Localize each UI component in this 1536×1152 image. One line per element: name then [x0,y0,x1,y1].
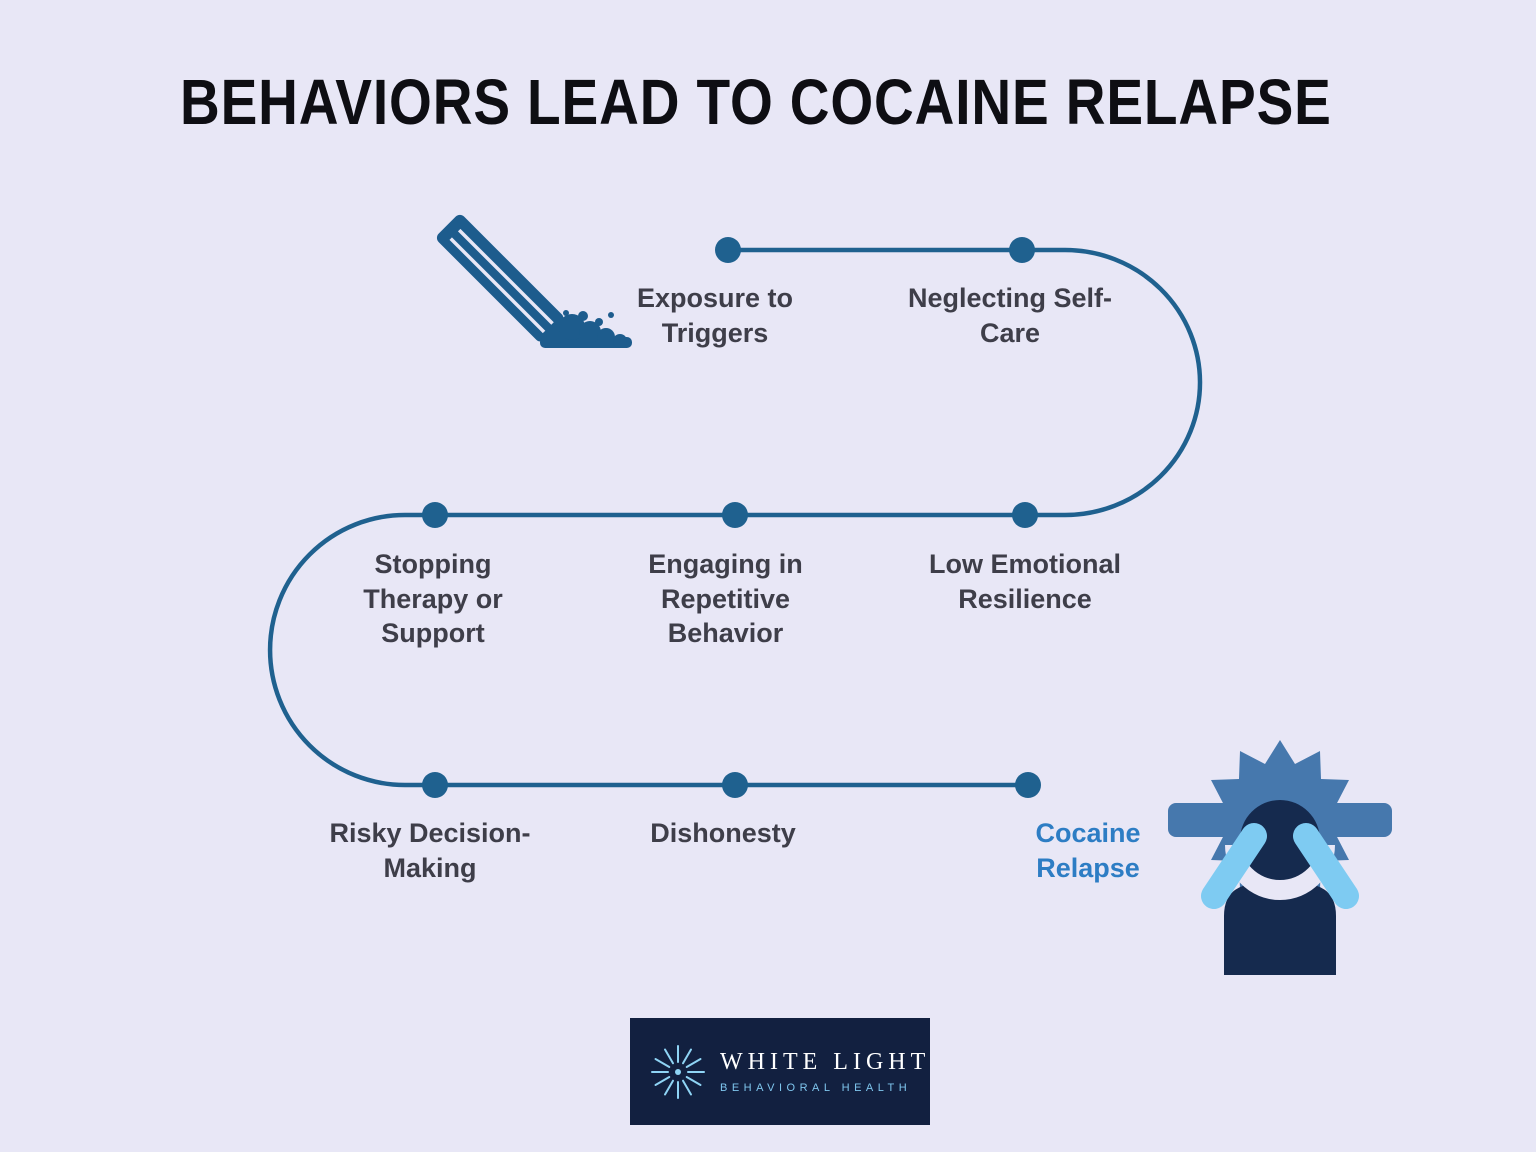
person-torso [1224,884,1336,975]
step-label-neglecting-self-care: Neglecting Self-Care [907,283,1113,348]
page-title: BEHAVIORS LEAD TO COCAINE RELAPSE [180,66,1332,138]
step-label-risky-decision-making: Risky Decision-Making [329,818,531,883]
person-holding-head-icon [1168,740,1392,975]
step-dot [722,502,748,528]
step-dots [422,237,1041,798]
step-dot [715,237,741,263]
step-label-engaging-in-repetitive-behavior: Engaging in Repetitive Behavior [648,549,803,649]
logo-text-block: WHITE LIGHT BEHAVIORAL HEALTH [720,1049,930,1094]
starburst-logo-icon [651,1044,705,1099]
logo-white-light: WHITE LIGHT BEHAVIORAL HEALTH [630,1018,930,1125]
cocaine-straw-and-powder-icon [436,214,632,348]
step-dot [1009,237,1035,263]
step-label-exposure-to-triggers: Exposure to Triggers [636,283,794,348]
person-head [1240,800,1320,880]
step-label-stopping-therapy-or-support: Stopping Therapy or Support [363,549,503,649]
step-dot [1012,502,1038,528]
logo-tagline: BEHAVIORAL HEALTH [720,1082,912,1094]
step-dot [422,772,448,798]
person-arm-left [1201,823,1267,909]
person-arm-right [1293,823,1359,909]
step-dot [422,502,448,528]
step-label-dishonesty: Dishonesty [650,818,796,848]
step-dot [1015,772,1041,798]
logo-name: WHITE LIGHT [720,1049,931,1075]
step-dot [722,772,748,798]
step-label-cocaine-relapse: Cocaine Relapse [1035,818,1141,883]
step-label-low-emotional-resilience: Low Emotional Resilience [929,549,1121,614]
